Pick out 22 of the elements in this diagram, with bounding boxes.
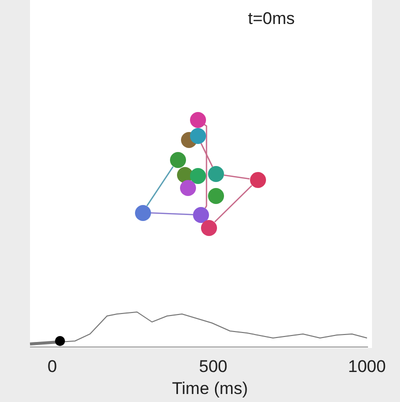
axis-tick-label: 0 (48, 358, 57, 375)
axis-tick-label: 500 (199, 358, 228, 375)
circle-node (201, 220, 217, 236)
axis-tick-label: 1000 (348, 358, 386, 375)
connector-line (150, 212, 194, 216)
connector-line (204, 124, 208, 209)
connector-line (200, 142, 214, 168)
connector-line (146, 166, 174, 206)
circle-node (208, 166, 224, 182)
circle-node (208, 188, 224, 204)
circle-node (180, 180, 196, 196)
circle-node (190, 112, 206, 128)
circle-node (170, 152, 186, 168)
connector-line (214, 185, 252, 222)
circle-node (134, 204, 150, 220)
circle-node (193, 207, 209, 223)
time-readout: t=0ms (248, 10, 295, 27)
circle-node (190, 128, 206, 144)
connector-line (224, 174, 250, 180)
circle-node (190, 168, 206, 184)
circle-node (250, 172, 266, 188)
axis-title: Time (ms) (172, 380, 248, 397)
